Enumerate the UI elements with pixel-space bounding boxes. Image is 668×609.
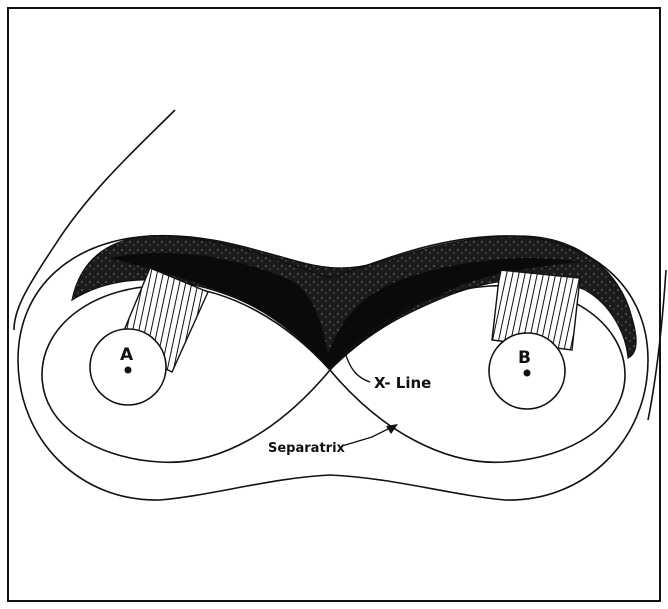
label-b: B bbox=[518, 348, 531, 368]
label-x-line: X- Line bbox=[374, 374, 431, 392]
label-separatrix: Separatrix bbox=[268, 441, 346, 456]
circle-a-dot bbox=[125, 367, 132, 374]
circle-b-dot bbox=[524, 370, 531, 377]
label-a: A bbox=[120, 345, 134, 365]
